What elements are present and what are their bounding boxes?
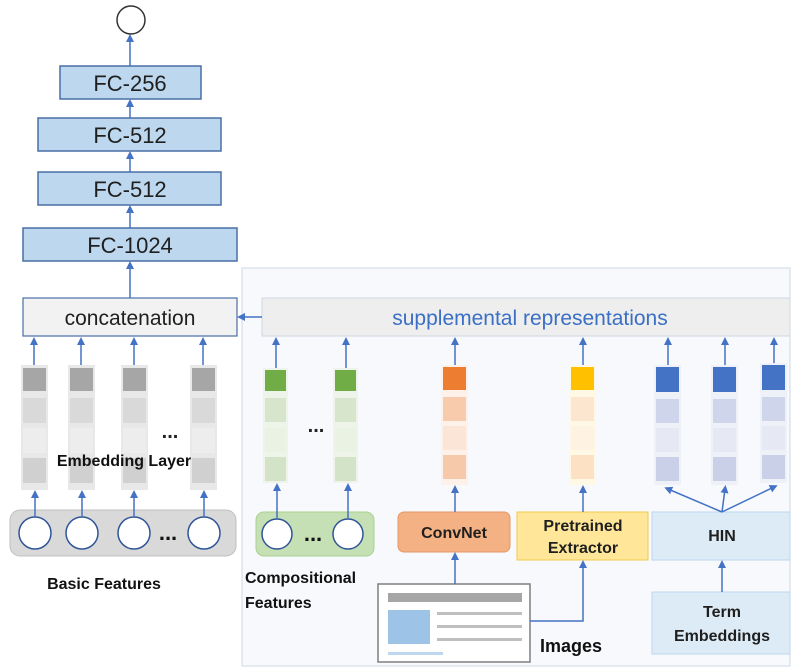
compositional-embedding-columns xyxy=(263,368,358,483)
hin-embed-to-supp-arrows xyxy=(664,337,778,365)
basic-feature-node xyxy=(187,516,221,550)
basic-feature-node xyxy=(65,516,99,550)
fc-256-label: FC-256 xyxy=(93,71,166,96)
hin-embedding-columns xyxy=(654,363,787,485)
fc-512-top-label: FC-512 xyxy=(93,123,166,148)
compositional-to-supp-arrows xyxy=(272,337,350,368)
images-document-icon xyxy=(377,583,531,663)
output-node xyxy=(116,5,146,35)
concatenation-label: concatenation xyxy=(65,307,196,330)
basic-features-label: Basic Features xyxy=(47,576,161,593)
basic-features-ellipsis: ... xyxy=(159,520,177,545)
hin-label: HIN xyxy=(708,528,736,545)
compositional-feature-node xyxy=(332,518,364,550)
term-embeddings-box xyxy=(651,591,791,655)
basic-feature-arrows xyxy=(31,490,208,517)
basic-embedding-ellipsis: ... xyxy=(162,421,179,443)
compositional-feature-arrows xyxy=(273,483,352,519)
embedding-column xyxy=(121,365,148,490)
basic-embedding-columns xyxy=(21,365,217,490)
embedding-column xyxy=(654,365,681,485)
fc-512-bottom-label: FC-512 xyxy=(93,177,166,202)
fc-256-box xyxy=(59,65,202,100)
basic-to-concat-arrows xyxy=(30,337,207,365)
embedding-column xyxy=(263,368,288,483)
fc-1024-label: FC-1024 xyxy=(87,233,173,258)
embedding-column xyxy=(68,365,95,490)
embedding-column xyxy=(711,365,738,485)
supplemental-label: supplemental representations xyxy=(392,307,668,330)
compositional-feature-nodes xyxy=(261,518,364,550)
embedding-column xyxy=(190,365,217,490)
embedding-column xyxy=(21,365,48,490)
embedding-layer-label: Embedding Layer xyxy=(57,453,191,470)
extractor-embedding-column xyxy=(569,365,596,485)
compositional-feature-node xyxy=(261,518,293,550)
embedding-column xyxy=(333,368,358,483)
images-arrows xyxy=(451,552,587,622)
compositional-features-label-line1: Compositional xyxy=(245,570,356,587)
compositional-features-ellipsis: ... xyxy=(304,521,322,546)
embedding-column xyxy=(760,363,787,483)
pretrained-extractor-label-line2: Extractor xyxy=(548,540,618,557)
basic-feature-nodes xyxy=(18,516,221,550)
convnet-embedding-column xyxy=(441,365,468,485)
term-embeddings-label-line1: Term xyxy=(703,604,741,621)
compositional-features-label-line2: Features xyxy=(245,595,312,612)
basic-feature-node xyxy=(18,516,52,550)
convnet-label: ConvNet xyxy=(421,525,487,542)
fc-512-top-box xyxy=(37,117,222,152)
basic-feature-node xyxy=(117,516,151,550)
hin-box xyxy=(651,511,791,561)
hin-to-embed-arrows xyxy=(664,485,778,513)
term-embeddings-label-line2: Embeddings xyxy=(674,628,770,645)
pretrained-extractor-label-line1: Pretrained xyxy=(543,518,622,535)
supplemental-box xyxy=(261,297,791,337)
concatenation-box xyxy=(22,297,238,337)
images-label: Images xyxy=(540,636,602,656)
compositional-embedding-ellipsis: ... xyxy=(308,415,325,437)
